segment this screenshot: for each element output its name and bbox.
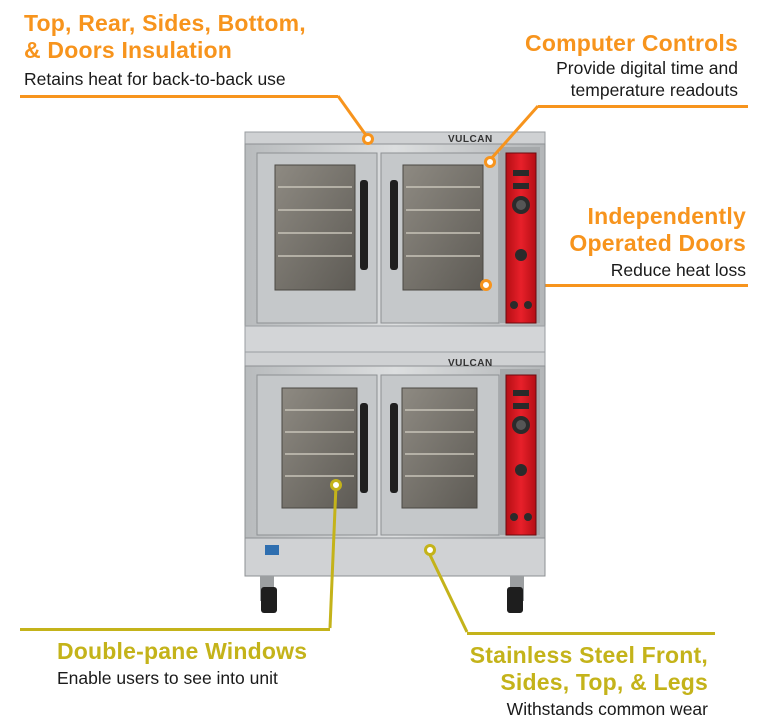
callout-dot-windows: [330, 479, 342, 491]
callout-dot-stainless: [424, 544, 436, 556]
feature-description: Retains heat for back-to-back use: [24, 69, 286, 89]
feature-controls: Computer Controls Provide digital time a…: [525, 30, 738, 101]
callout-line-windows: [20, 628, 330, 631]
title-line: & Doors Insulation: [24, 37, 233, 63]
callout-dot-doors: [480, 279, 492, 291]
feature-title: Top, Rear, Sides, Bottom, & Doors Insula…: [24, 10, 306, 64]
feature-insulation: Top, Rear, Sides, Bottom, & Doors Insula…: [24, 10, 306, 90]
feature-doors: Independently Operated Doors Reduce heat…: [569, 203, 746, 281]
callout-dot-controls: [484, 156, 496, 168]
feature-description: Provide digital time and temperature rea…: [525, 57, 738, 101]
feature-stainless: Stainless Steel Front, Sides, Top, & Leg…: [470, 642, 708, 720]
feature-title: Computer Controls: [525, 30, 738, 56]
title-line: Stainless Steel Front,: [469, 642, 708, 668]
description-line: Provide digital time and: [556, 58, 738, 78]
feature-title: Independently Operated Doors: [569, 203, 746, 257]
feature-title: Stainless Steel Front, Sides, Top, & Leg…: [470, 642, 708, 696]
feature-description: Withstands common wear: [506, 699, 708, 719]
callout-line-doors: [500, 284, 748, 287]
feature-description: Enable users to see into unit: [57, 668, 278, 688]
title-line: Sides, Top, & Legs: [500, 669, 708, 695]
brand-logo-upper: VULCAN: [448, 134, 493, 145]
callout-line-controls: [538, 105, 748, 108]
lower-oven: [244, 351, 546, 539]
title-line: Top, Rear, Sides, Bottom,: [24, 10, 306, 36]
callout-dot-insulation: [362, 133, 374, 145]
title-line: Independently: [587, 203, 746, 229]
callout-line-stainless: [467, 632, 715, 635]
callout-line-insulation: [20, 95, 338, 98]
oven-stand: [244, 537, 546, 613]
brand-logo-lower: VULCAN: [448, 358, 493, 369]
upper-oven: [244, 131, 546, 353]
feature-windows: Double-pane Windows Enable users to see …: [57, 638, 307, 689]
feature-title: Double-pane Windows: [57, 638, 308, 664]
description-line: temperature readouts: [570, 80, 738, 100]
title-line: Operated Doors: [569, 230, 746, 256]
oven-illustration: [244, 131, 546, 613]
feature-description: Reduce heat loss: [610, 260, 746, 280]
